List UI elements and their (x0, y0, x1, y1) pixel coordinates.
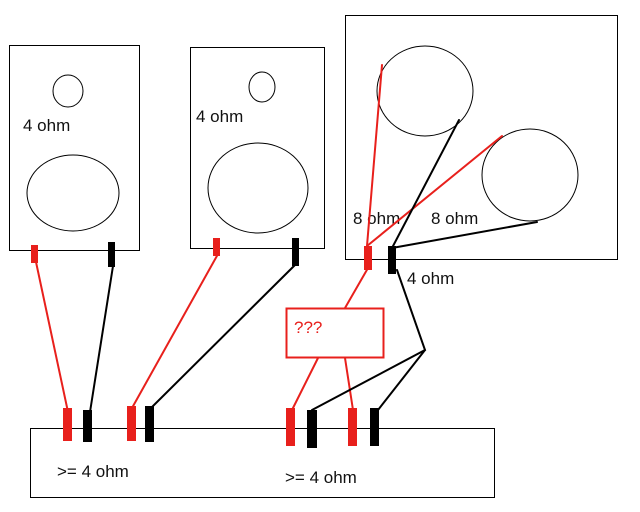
spk2-negative-terminal (292, 238, 299, 266)
spk2-positive-terminal (213, 238, 220, 256)
speaker-cabinet-1: 4 ohm (9, 45, 140, 251)
amp-ch4-negative-terminal (370, 408, 379, 446)
spk1-negative-terminal (108, 242, 115, 267)
amp-ch2-positive-terminal (127, 406, 136, 441)
speaker-cabinet-3: 8 ohm 8 ohm (345, 15, 618, 260)
wire-spk2-negative (150, 263, 297, 409)
question-box-border (285, 307, 385, 359)
wire-driver1-negative (391, 119, 460, 249)
driver-2-impedance-label: 8 ohm (431, 209, 478, 228)
wire-spk1-negative (89, 265, 114, 413)
question-box: ??? (285, 307, 385, 359)
wire-spk3-positive-lower-b (344, 357, 354, 411)
amp-channel-2-label: >= 4 ohm (285, 468, 357, 487)
amp-ch2-negative-terminal (145, 406, 154, 442)
amp-ch1-negative-terminal (83, 410, 92, 442)
spk3-negative-terminal (388, 246, 396, 274)
spk1-positive-terminal (31, 245, 38, 263)
question-mark-label: ??? (294, 318, 322, 337)
amp-ch1-positive-terminal (63, 408, 72, 441)
speaker-1-woofer (26, 154, 120, 232)
speaker-terminals (31, 238, 396, 274)
wire-driver2-negative (391, 221, 538, 249)
amplifier-box (30, 428, 495, 498)
amplifier: >= 4 ohm >= 4 ohm (30, 428, 495, 498)
driver-1-impedance-label: 8 ohm (353, 209, 400, 228)
wire-driver1-positive (366, 64, 383, 247)
speaker-1-impedance-label: 4 ohm (23, 116, 70, 135)
wire-spk3-negative-branch (377, 349, 426, 411)
speaker-cabinet-2: 4 ohm (190, 47, 325, 249)
wire-spk3-positive-lower-a (291, 357, 319, 411)
amp-channel-1-label: >= 4 ohm (57, 462, 129, 481)
wire-spk1-positive (35, 261, 69, 413)
speaker-1-tweeter (52, 74, 84, 108)
speaker-3-driver-1 (376, 45, 474, 137)
wire-spk2-positive (131, 253, 219, 409)
speaker-2-tweeter (248, 71, 276, 103)
speaker-1-box (9, 45, 140, 251)
wire-driver2-positive (366, 135, 503, 247)
spk3-positive-terminal (364, 246, 372, 270)
negative-wires (89, 119, 538, 413)
speaker-3-box (345, 15, 618, 260)
amp-ch3-positive-terminal (286, 408, 295, 446)
speaker-2-box (190, 47, 325, 249)
speaker-2-woofer (207, 142, 309, 234)
speaker-3-combined-impedance-label: 4 ohm (407, 269, 454, 288)
speaker-3-driver-2 (481, 128, 579, 222)
speaker-2-impedance-label: 4 ohm (196, 107, 243, 126)
wire-spk3-positive-upper (344, 267, 369, 309)
amp-ch3-negative-terminal (307, 410, 317, 448)
amp-ch4-positive-terminal (348, 408, 357, 446)
amplifier-terminals (63, 406, 379, 448)
positive-wires (35, 64, 503, 413)
